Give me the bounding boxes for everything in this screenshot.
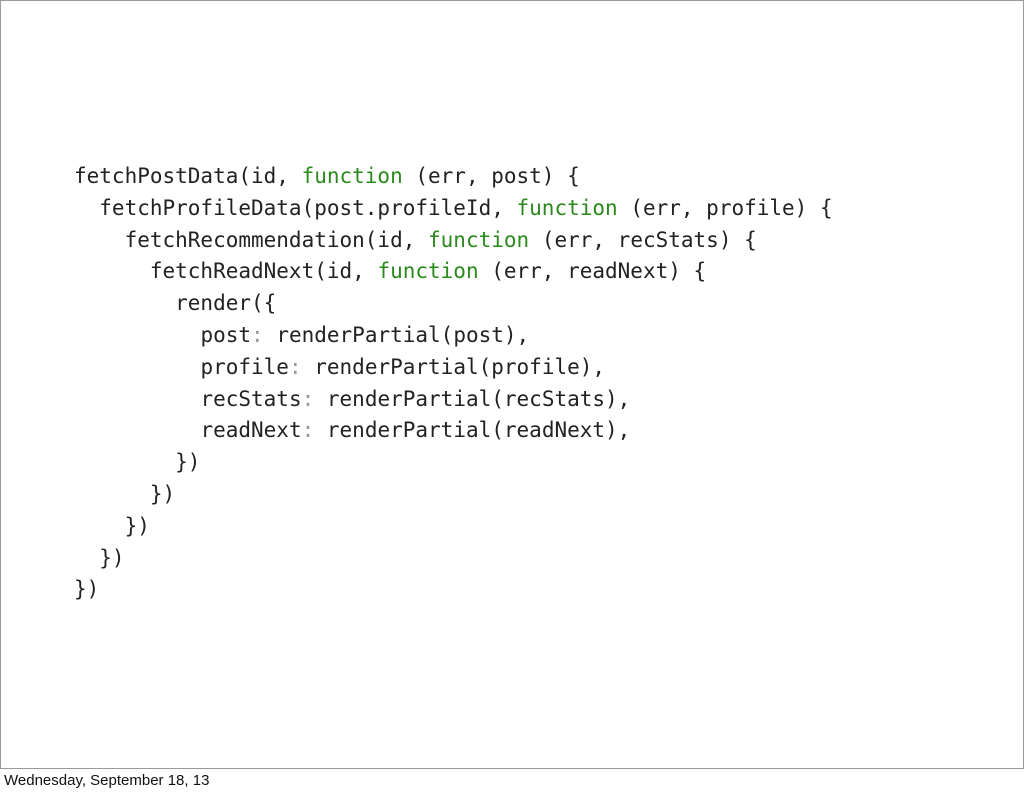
code-line: recStats: renderPartial(recStats), (74, 384, 833, 416)
code-text (74, 387, 200, 411)
code-keyword: function (516, 195, 618, 220)
code-property-key: profile (200, 354, 289, 379)
code-property-key: post (200, 322, 252, 347)
code-text: }) (74, 450, 201, 475)
code-text: (err, recStats) { (529, 227, 757, 252)
code-text (74, 355, 200, 379)
code-text: fetchPostData(id, (74, 164, 302, 188)
code-line: fetchReadNext(id, function (err, readNex… (74, 256, 833, 288)
code-line: }) (74, 574, 833, 606)
code-line: post: renderPartial(post), (74, 320, 833, 352)
code-colon: : (301, 386, 315, 411)
code-line: fetchRecommendation(id, function (err, r… (74, 225, 833, 257)
code-keyword: function (377, 259, 479, 284)
code-line: fetchProfileData(post.profileId, functio… (74, 193, 833, 225)
code-text (74, 323, 200, 347)
code-text: }) (74, 577, 100, 602)
code-text: }) (74, 481, 176, 506)
code-line: profile: renderPartial(profile), (74, 352, 833, 384)
code-line: }) (74, 447, 833, 479)
code-text: }) (74, 513, 150, 538)
code-text: renderPartial(recStats), (314, 386, 631, 411)
slide-canvas: fetchPostData(id, function (err, post) {… (0, 0, 1024, 769)
code-text: (err, post) { (402, 164, 580, 188)
code-line: }) (74, 511, 833, 543)
code-text: renderPartial(post), (263, 322, 530, 347)
code-keyword: function (428, 227, 530, 252)
code-line: fetchPostData(id, function (err, post) { (74, 161, 833, 193)
code-text (74, 418, 200, 442)
code-text: fetchRecommendation(id, (74, 227, 429, 252)
code-text: }) (74, 545, 125, 570)
code-text: (err, profile) { (617, 195, 833, 220)
code-line: render({ (74, 288, 833, 320)
code-line: }) (74, 543, 833, 575)
code-text: fetchProfileData(post.profileId, (74, 195, 517, 220)
code-text: render({ (74, 291, 277, 316)
code-colon: : (251, 322, 264, 347)
code-line: }) (74, 479, 833, 511)
code-block: fetchPostData(id, function (err, post) {… (74, 161, 833, 606)
code-line: readNext: renderPartial(readNext), (74, 415, 833, 447)
code-colon: : (301, 418, 315, 443)
code-colon: : (288, 354, 302, 379)
code-property-key: readNext (200, 418, 302, 443)
code-text: fetchReadNext(id, (74, 259, 378, 284)
footer-date: Wednesday, September 18, 13 (4, 772, 210, 789)
code-property-key: recStats (200, 386, 302, 411)
code-text: (err, readNext) { (478, 259, 707, 284)
code-text: renderPartial(profile), (301, 354, 606, 379)
code-text: renderPartial(readNext), (314, 418, 631, 443)
code-keyword: function (301, 164, 403, 188)
